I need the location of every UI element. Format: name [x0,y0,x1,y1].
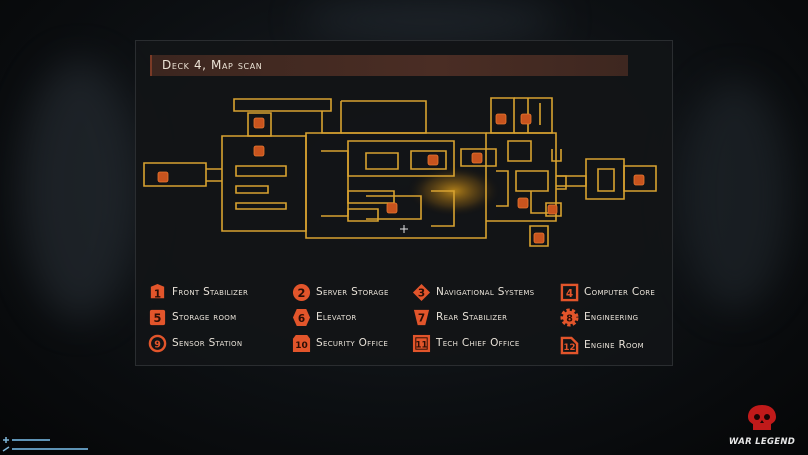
map-marker [253,117,265,129]
map-wall [235,185,269,194]
map-wall [143,162,207,187]
map-wall [235,202,287,210]
map-wall [529,225,549,247]
map-wall [206,168,222,182]
number-12-icon: 12 [560,336,579,354]
svg-text:9: 9 [154,339,161,350]
legend-item-rear-stabilizer: 7 Rear Stabilizer [412,306,507,328]
svg-text:2: 2 [298,285,306,299]
number-5-icon: 5 [149,309,166,325]
wrench-icon [2,446,10,452]
number-4-icon: 4 [560,283,579,301]
svg-text:1: 1 [154,288,161,300]
player-marker [400,225,408,233]
map-wall [410,150,447,170]
map-wall [235,165,287,177]
map-wall [247,112,272,137]
map-wall [347,208,379,222]
map-wall [545,202,562,217]
background-blur [20,60,140,320]
health-bar [12,439,50,441]
number-10-icon: 10 [292,334,311,352]
map-wall [460,148,497,167]
legend-item-computer-core: 4 Computer Core [560,281,655,303]
svg-text:8: 8 [566,313,573,324]
map-wall [486,132,557,222]
map-marker [386,202,398,214]
number-1-icon: 1 [150,283,165,300]
map-wall [507,140,532,162]
svg-text:12: 12 [564,342,576,352]
legend-item-elevator: 6 Elevator [292,306,357,328]
map-wall [551,149,562,162]
map-marker [471,152,483,164]
map-wall [366,195,422,220]
map-marker [495,113,507,125]
map-wall [530,191,548,214]
map-marker [547,204,558,215]
legend-item-engine-room: 12 Engine Room [560,334,644,356]
legend-item-front-stabilizer: 1 Front Stabilizer [148,281,248,303]
map-marker [533,232,545,244]
number-11-icon: 11 [412,334,431,352]
map-marker [427,154,439,166]
map-panel: Deck 4, Map scan [135,40,673,366]
title-bar: Deck 4, Map scan [150,55,628,76]
number-7-icon: 7 [413,309,430,325]
map-wall [305,132,487,239]
legend-item-server-storage: 2 Server Storage [292,281,389,303]
hud-status [2,437,88,452]
svg-text:6: 6 [298,312,305,324]
svg-text:4: 4 [566,287,573,299]
map-wall [623,165,657,192]
map-wall [585,158,625,200]
svg-text:3: 3 [418,287,425,299]
background-blur [300,0,560,40]
number-9-icon: 9 [148,334,167,352]
map-wall [321,150,349,217]
number-3-icon: 3 [412,283,431,301]
deck-map [143,97,657,247]
map-wall [347,140,455,177]
watermark-text: WAR LEGEND [728,437,796,447]
map-wall [233,98,332,112]
map-marker [520,113,532,125]
map-marker [253,145,265,157]
number-6-icon: 6 [292,308,311,326]
skull-icon [748,405,776,430]
map-wall [365,152,399,170]
number-2-icon: 2 [292,283,311,301]
legend-item-storage-room: 5 Storage room [148,306,236,328]
legend-item-engineering: 8 Engineering [560,306,638,328]
svg-text:7: 7 [418,312,425,324]
map-marker [157,171,169,183]
map-wall [496,170,509,207]
map-wall [597,168,615,192]
legend-item-security-office: 10 Security Office [292,332,388,354]
war-legend-logo: WAR LEGEND [724,403,800,447]
map-marker [633,174,645,186]
plus-icon [3,437,9,443]
map-title: Deck 4, Map scan [162,58,263,72]
background-blur [680,80,790,310]
psi-bar [12,448,88,450]
svg-text:5: 5 [154,310,162,324]
map-wall [515,170,549,192]
legend-item-navigational-systems: 3 Navigational Systems [412,281,534,303]
map-wall [431,190,455,227]
svg-text:11: 11 [416,340,428,350]
legend-item-tech-chief-office: 11 Tech Chief Office [412,332,520,354]
map-legend: 1 Front Stabilizer 2 Server Storage 3 Na… [136,41,672,365]
number-8-icon: 8 [560,307,579,327]
map-marker [517,197,529,209]
svg-text:10: 10 [295,340,308,350]
legend-item-sensor-station: 9 Sensor Station [148,332,242,354]
